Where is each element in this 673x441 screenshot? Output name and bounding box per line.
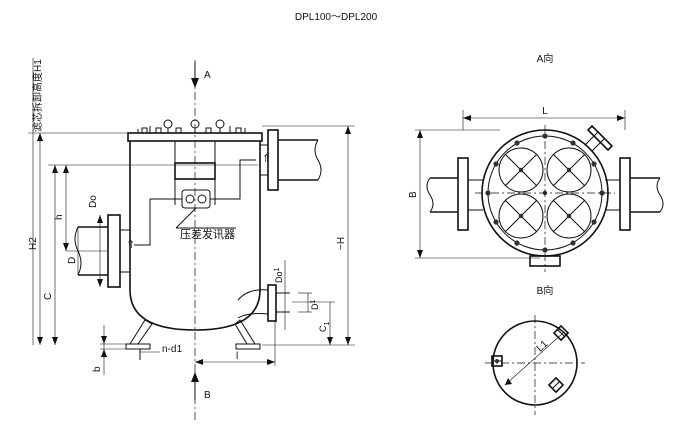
- outlet-bolt-symbol: ⇑: [262, 153, 271, 165]
- dim-h2-arrow-top: [37, 133, 43, 141]
- arrow-a-head: [191, 78, 199, 88]
- outlet-flange: [267, 129, 279, 191]
- arrow-b-label: B: [204, 390, 211, 401]
- dim-h-arrow-top: [63, 165, 69, 173]
- arrow-a-label: A: [204, 70, 211, 81]
- drain-flange: [267, 284, 277, 322]
- dim-h2-arrow-bottom: [37, 337, 43, 345]
- body-bottom-dish: [129, 289, 261, 331]
- dim-d-label: D: [67, 257, 78, 264]
- dim-L-label: L: [542, 106, 548, 117]
- dim-d1-label: D1: [310, 300, 320, 311]
- drain-neck-top: [237, 289, 269, 301]
- dim-L1-arrow: [505, 378, 512, 385]
- arrow-b-head: [191, 372, 199, 382]
- gauge-pipe-right: [210, 159, 256, 200]
- dim-c1-arrow: [327, 337, 333, 345]
- view-b-leg-hole: [495, 359, 499, 363]
- pressure-switch-dial: [185, 194, 195, 204]
- dim-do1-label: Do1: [274, 267, 284, 283]
- dim-L1-label: L1: [535, 338, 551, 354]
- gauge-pipe-left: [134, 198, 182, 246]
- gauge-label: 压差发讯器: [180, 227, 235, 241]
- dim-c1-label: C1: [318, 322, 331, 333]
- dim-L-arrow-right: [617, 115, 625, 121]
- dim-c-arrow-top: [52, 165, 58, 173]
- filter-element-circle: [498, 193, 544, 239]
- dim-h2-label: H2: [28, 237, 39, 250]
- cover-bolts: [141, 127, 242, 134]
- dim-h-arrow-bottom: [63, 243, 69, 251]
- inlet-bolt-symbol: ⇑: [126, 239, 135, 251]
- dim-b-label: b: [92, 366, 103, 372]
- dim-do-label: Do: [88, 195, 99, 208]
- view-b-title: B向: [537, 284, 554, 297]
- lifting-lug-right: [215, 119, 225, 129]
- dim-do-arrow-bottom: [97, 279, 103, 287]
- dim-L-arrow-left: [463, 115, 471, 121]
- view-b: B向 L1: [485, 284, 585, 415]
- filter-element-circle: [498, 147, 544, 193]
- dim-b-arrow-bottom: [101, 349, 107, 357]
- dim-h-label: h: [54, 214, 65, 220]
- dim-htotal-arrow-top: [345, 126, 351, 134]
- filter-element-circle: [546, 147, 592, 193]
- right-foot: [235, 343, 261, 350]
- outlet-break: [314, 139, 322, 181]
- dim-h1-label: 滤芯拆卸高度H1: [31, 59, 44, 132]
- dim-B-label: B: [408, 191, 419, 198]
- dim-L1-line: [504, 332, 564, 386]
- dim-l-label: l: [236, 351, 238, 362]
- drawing-title: DPL100～DPL200: [295, 12, 378, 23]
- view-b-leg-top: [552, 324, 570, 342]
- view-a-left-break: [426, 177, 434, 213]
- left-foot: [125, 343, 151, 350]
- inlet-flange: [107, 214, 121, 288]
- dim-nd1-label: n-d1: [162, 344, 182, 355]
- lifting-lug-left: [163, 119, 173, 129]
- gauge-window: [174, 162, 216, 180]
- dim-c-arrow-bottom: [52, 337, 58, 345]
- view-a-right-break: [656, 177, 664, 213]
- dim-B-arrow-top: [417, 130, 423, 138]
- view-b-leg-bottom: [547, 376, 565, 394]
- view-a-right-flange: [619, 157, 631, 231]
- dim-b-arrow-top: [101, 336, 107, 344]
- dim-htotal-label: ~H: [336, 237, 347, 250]
- front-view: A B: [28, 58, 355, 420]
- view-a-left-flange: [457, 157, 469, 231]
- dim-c-label: C: [43, 293, 54, 300]
- view-a-vent-nozzle: [584, 124, 614, 152]
- dim-htotal-arrow-bottom: [345, 337, 351, 345]
- left-leg: [129, 319, 153, 345]
- dim-l-arrow-right: [267, 359, 275, 365]
- dim-l-arrow-left: [195, 359, 203, 365]
- dim-do-arrow-top: [97, 215, 103, 223]
- view-a: A向 L B: [408, 52, 664, 272]
- view-a-title: A向: [537, 52, 554, 65]
- dim-B-arrow-bottom: [417, 250, 423, 258]
- pressure-switch-dial: [197, 194, 207, 204]
- gauge-leader: [175, 207, 197, 229]
- filter-element-circle: [546, 193, 592, 239]
- drain-neck-bottom: [237, 313, 269, 319]
